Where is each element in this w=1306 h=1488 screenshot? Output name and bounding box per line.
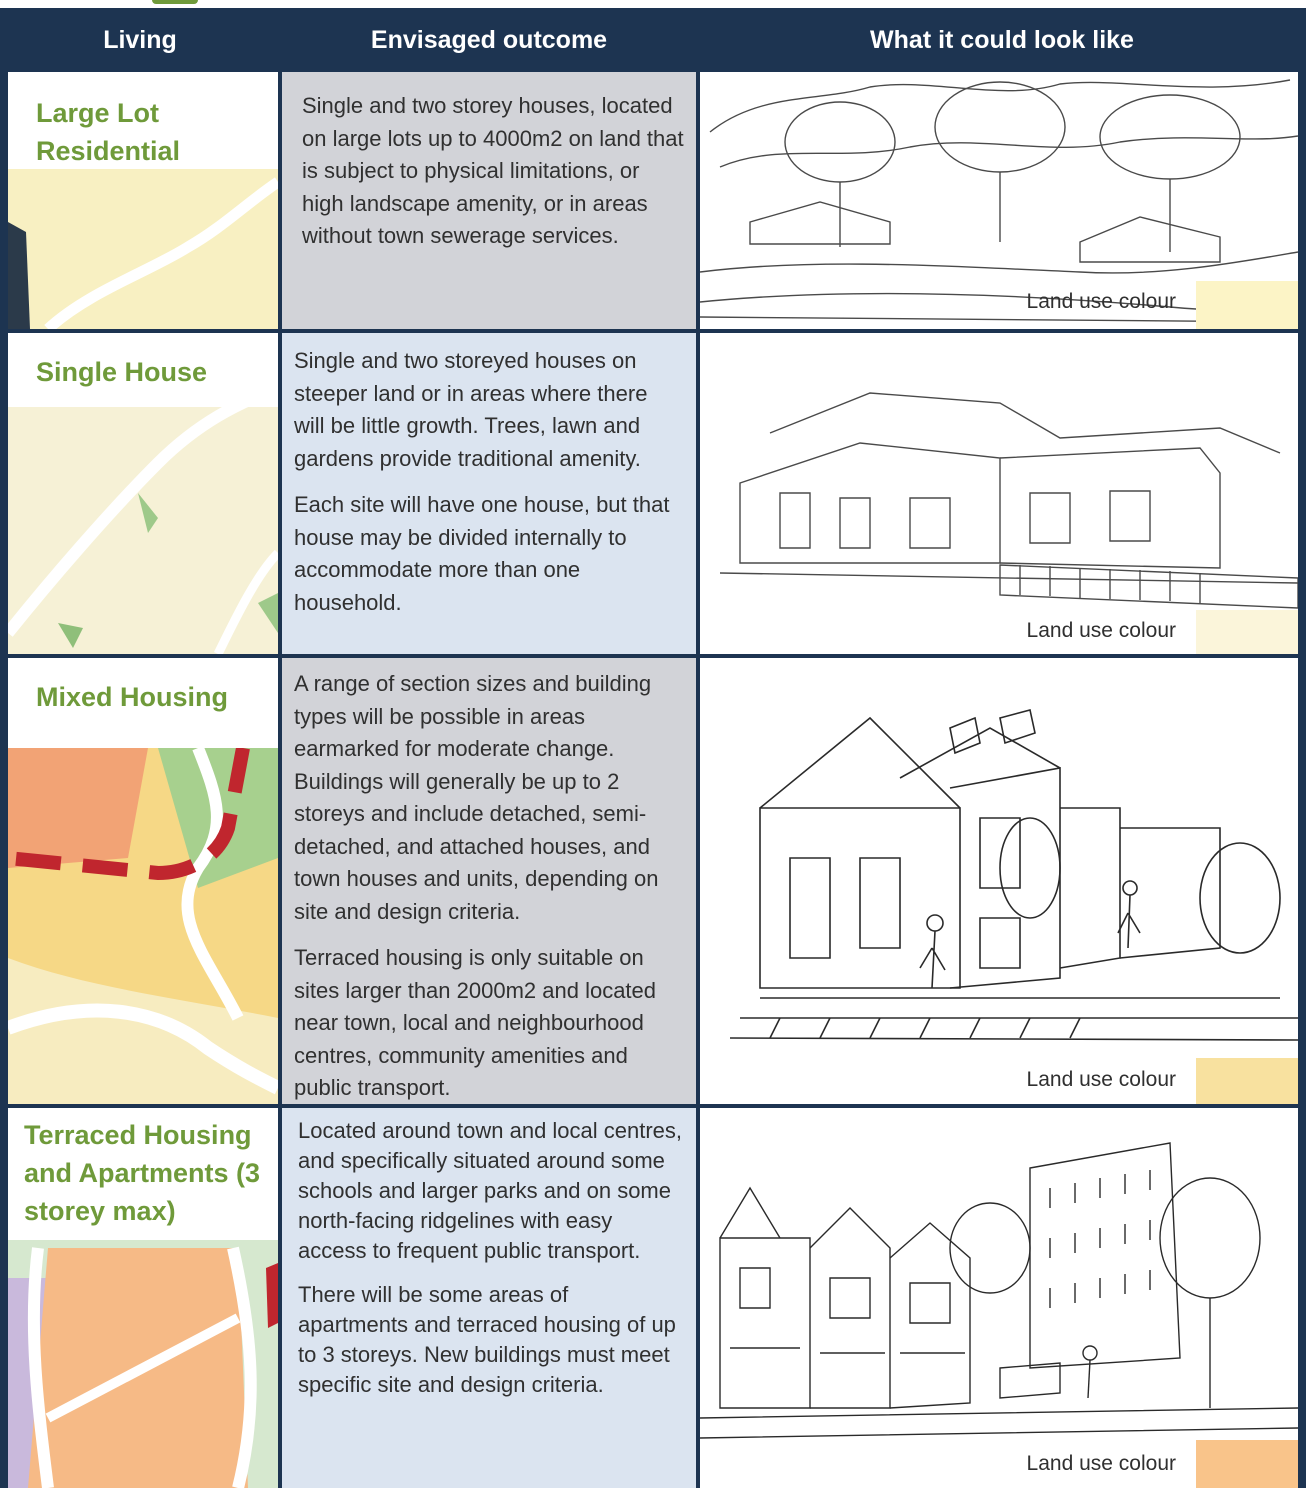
sketch-single-house (719, 392, 1298, 609)
land-use-colour-label: Land use colour (1026, 290, 1176, 313)
outcome-paragraph: Terraced housing is only suitable on sit… (294, 945, 657, 1100)
land-use-colour-swatch (1196, 1440, 1298, 1488)
table-row-terraced-housing: Terraced Housing and Apartments (3 store… (0, 1108, 1306, 1488)
outcome-paragraph: There will be some areas of apartments a… (298, 1282, 676, 1397)
illustration-cell: Land use colour (700, 333, 1298, 654)
living-label-box: Large Lot Residential (8, 72, 278, 169)
land-use-colour-label: Land use colour (1026, 1068, 1176, 1091)
header-envisaged-outcome: Envisaged outcome (370, 25, 608, 54)
land-use-colour-swatch (1196, 610, 1298, 654)
living-cell: Terraced Housing and Apartments (3 store… (8, 1108, 278, 1488)
illustration-cell: Land use colour (700, 658, 1298, 1104)
living-label: Terraced Housing and Apartments (3 store… (24, 1120, 261, 1226)
outcome-paragraph: Single and two storeyed houses on steepe… (294, 348, 648, 471)
outcome-paragraph: A range of section sizes and building ty… (294, 671, 659, 924)
page-top-edge (0, 0, 1306, 8)
living-cell: Large Lot Residential (8, 72, 278, 329)
living-label: Single House (36, 357, 208, 387)
sketch-mixed-housing (729, 709, 1298, 1041)
outcome-cell: Single and two storeyed houses on steepe… (282, 333, 696, 654)
land-use-colour-swatch (1196, 281, 1298, 329)
living-cell: Single House (8, 333, 278, 654)
living-label-box: Single House (8, 333, 278, 407)
table-row-mixed-housing: Mixed Housing A range of section sizes a… (0, 658, 1306, 1104)
outcome-paragraph: Single and two storey houses, located on… (302, 93, 684, 248)
illustration-cell: Land use colour (700, 1108, 1298, 1488)
table-header: Living Envisaged outcome What it could l… (0, 8, 1306, 72)
outcome-cell: Located around town and local centres, a… (282, 1108, 696, 1488)
outcome-cell: Single and two storey houses, located on… (282, 72, 696, 329)
outcome-cell: A range of section sizes and building ty… (282, 658, 696, 1104)
living-cell: Mixed Housing (8, 658, 278, 1104)
table-row-single-house: Single House Single and two storeyed hou… (0, 333, 1306, 654)
living-label: Large Lot Residential (36, 98, 181, 166)
living-label-box: Terraced Housing and Apartments (3 store… (8, 1108, 278, 1240)
illustration-cell: Land use colour (700, 72, 1298, 329)
header-living: Living (103, 25, 177, 54)
table-row-large-lot: Large Lot Residential Single and two sto… (0, 72, 1306, 329)
land-use-colour-label: Land use colour (1026, 619, 1176, 642)
outcome-paragraph: Located around town and local centres, a… (298, 1118, 683, 1263)
outcome-paragraph: Each site will have one house, but that … (294, 492, 670, 615)
clipped-heading-fragment (152, 0, 198, 4)
living-label-box: Mixed Housing (8, 658, 278, 748)
header-what-it-could-look-like: What it could look like (870, 25, 1134, 54)
land-use-colour-label: Land use colour (1026, 1452, 1176, 1475)
land-use-colour-swatch (1196, 1058, 1298, 1104)
sketch-terraced-housing (700, 1142, 1298, 1439)
living-label: Mixed Housing (36, 682, 229, 712)
